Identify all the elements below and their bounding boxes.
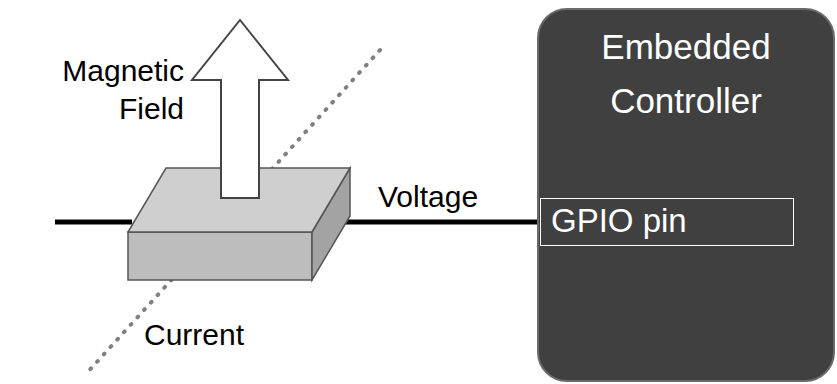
field-label: Magnetic Field xyxy=(4,52,184,128)
current-label: Current xyxy=(144,316,294,354)
controller-title: Embedded Controller xyxy=(566,20,806,128)
signal-label: Voltage xyxy=(378,178,528,216)
controller-box: Embedded ControllerGPIO pin xyxy=(537,8,835,382)
gpio-pin-box: GPIO pin xyxy=(540,198,794,246)
wire xyxy=(55,220,132,225)
plate-front xyxy=(128,232,312,280)
pin-name: GPIO pin xyxy=(541,199,793,243)
magnetic-field-arrow xyxy=(192,20,288,198)
